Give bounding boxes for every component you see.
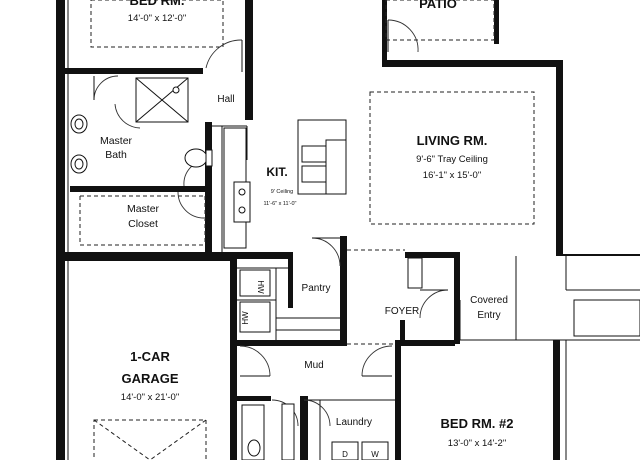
fixtures (70, 77, 640, 460)
walls (56, 0, 640, 460)
master-closet-line2: Closet (128, 218, 158, 230)
partitions (67, 0, 640, 460)
bed-rm-1-name: BED RM. (130, 0, 185, 8)
patio-name: PATIO (419, 0, 457, 11)
kitchen-size: 11'-6" x 11'-0" (263, 201, 296, 207)
garage-line2: GARAGE (121, 371, 178, 386)
hw-label-bottom: HW (241, 311, 250, 325)
sink-icon (70, 154, 88, 174)
hw-label-top: HW (256, 280, 265, 294)
living-rm-size: 16'-1" x 15'-0" (423, 170, 481, 181)
master-bath-line1: Master (100, 135, 133, 147)
dashed-outlines (79, 0, 535, 460)
garage-line1: 1-CAR (130, 349, 170, 364)
dryer-icon (331, 441, 359, 460)
range-icon (233, 181, 251, 223)
hall-label: Hall (217, 94, 234, 105)
mud-label: Mud (304, 360, 323, 371)
pantry-label: Pantry (302, 283, 331, 294)
kitchen-ceiling: 9' Ceiling (271, 189, 293, 195)
kitchen-name: KIT. (266, 165, 287, 179)
toilet-icon (247, 439, 261, 457)
room-labels: BED RM. 14'-0" x 12'-0" PATIO Hall Maste… (100, 0, 514, 449)
dryer-label: D (342, 450, 348, 459)
bed-rm-2-size: 13'-0" x 14'-2" (448, 438, 506, 449)
door-swings (93, 19, 449, 427)
covered-entry-line1: Covered (470, 295, 508, 306)
washer-label: W (371, 450, 379, 459)
appliance-labels: HW HW D W (241, 280, 379, 459)
covered-entry-line2: Entry (477, 310, 500, 321)
washer-icon (361, 441, 389, 460)
master-bath-line2: Bath (105, 149, 127, 161)
bed-rm-2-name: BED RM. #2 (441, 416, 514, 431)
living-rm-name: LIVING RM. (417, 133, 488, 148)
foyer-label: FOYER (385, 306, 419, 317)
water-heater-icon (239, 301, 271, 333)
sink-icon (70, 114, 88, 134)
living-rm-ceiling: 9'-6" Tray Ceiling (416, 154, 488, 165)
laundry-label: Laundry (336, 417, 372, 428)
bed-rm-1-size: 14'-0" x 12'-0" (128, 13, 186, 24)
water-heater-icon (239, 269, 271, 297)
garage-size: 14'-0" x 21'-0" (121, 392, 179, 403)
toilet-icon (184, 148, 208, 168)
master-closet-line1: Master (127, 203, 160, 215)
